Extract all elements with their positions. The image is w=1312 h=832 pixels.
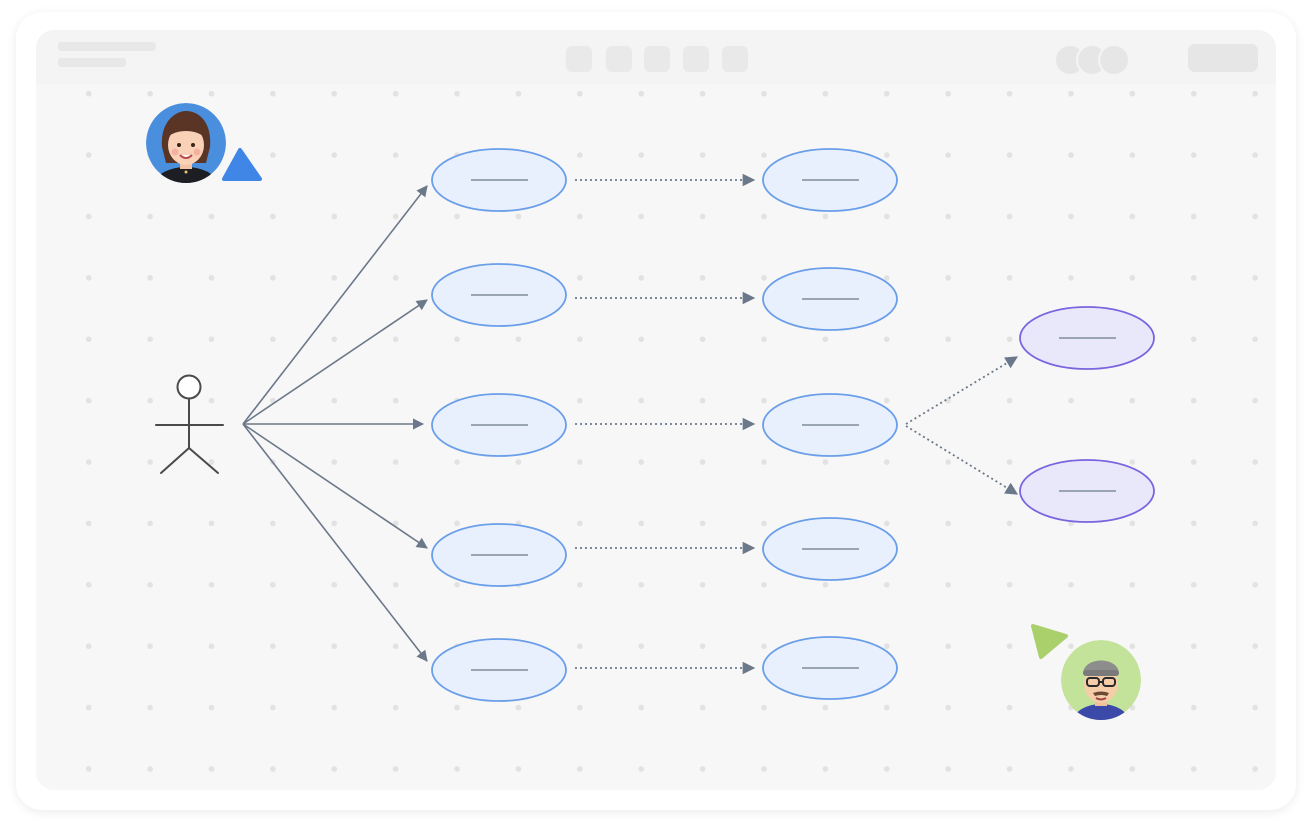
use-case[interactable]	[762, 517, 898, 581]
use-case[interactable]	[431, 263, 567, 327]
share-button[interactable]	[1188, 44, 1258, 72]
actor-stick-figure[interactable]	[155, 374, 224, 474]
use-case[interactable]	[762, 393, 898, 457]
extend-line[interactable]	[905, 356, 1019, 425]
association-line[interactable]	[242, 423, 428, 549]
use-case[interactable]	[431, 393, 567, 457]
board-title	[58, 42, 156, 51]
use-case[interactable]	[762, 267, 898, 331]
use-case[interactable]	[762, 148, 898, 212]
use-case[interactable]	[431, 148, 567, 212]
extension-use-case[interactable]	[1019, 459, 1155, 523]
cursor-icon	[222, 148, 262, 181]
association-line[interactable]	[242, 299, 428, 425]
top-toolbar	[36, 30, 1276, 84]
association-line[interactable]	[242, 423, 428, 662]
collaborator-avatar-man[interactable]	[1061, 640, 1141, 720]
tool-button-1[interactable]	[566, 46, 592, 72]
board-subtitle	[58, 58, 126, 67]
tool-button-2[interactable]	[606, 46, 632, 72]
association-line[interactable]	[242, 185, 428, 425]
cursor-icon	[1031, 624, 1068, 659]
tool-button-3[interactable]	[644, 46, 670, 72]
tool-button-4[interactable]	[683, 46, 709, 72]
tool-button-5[interactable]	[722, 46, 748, 72]
use-case[interactable]	[431, 523, 567, 587]
extension-use-case[interactable]	[1019, 306, 1155, 370]
use-case[interactable]	[431, 638, 567, 702]
extend-line[interactable]	[905, 425, 1019, 495]
collaborator-avatar-woman[interactable]	[146, 103, 226, 183]
presence-avatar[interactable]	[1098, 44, 1130, 76]
use-case[interactable]	[762, 636, 898, 700]
